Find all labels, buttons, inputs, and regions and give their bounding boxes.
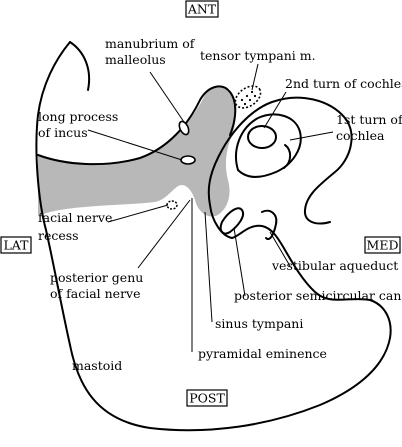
anterior-edge xyxy=(69,41,90,91)
label-long-process-line2: of incus xyxy=(38,125,88,140)
orientation-anterior: ANT xyxy=(187,2,217,17)
label-posterior-canal: posterior semicircular canal xyxy=(234,288,402,303)
lat-box xyxy=(0,236,32,254)
cochlea-first-turn xyxy=(235,113,302,178)
label-tensor-tympani: tensor tympani m. xyxy=(200,48,316,63)
leader-facial-recess xyxy=(107,204,169,223)
cochlea-second-turn xyxy=(247,125,277,149)
label-posterior-genu-line2: of facial nerve xyxy=(50,286,141,301)
leader-cochlea-1st xyxy=(289,131,334,141)
leader-cochlea-2nd xyxy=(263,91,287,129)
leader-sinus-tympani xyxy=(204,211,213,323)
cochlea-inner-curve xyxy=(283,144,292,169)
label-long-process-line1: long process xyxy=(38,109,118,124)
upper-petrous-outline xyxy=(37,85,237,166)
med-box xyxy=(364,236,401,254)
leader-tensor-tympani xyxy=(251,63,259,91)
label-posterior-genu-line1: posterior genu xyxy=(50,270,143,285)
orientation-posterior: POST xyxy=(189,391,225,406)
label-mastoid: mastoid xyxy=(72,358,122,373)
tensor-tympani-stipple xyxy=(240,90,257,106)
label-manubrium-line2: malleolus xyxy=(105,52,166,67)
medial-outline xyxy=(207,96,353,239)
leader-posterior-genu xyxy=(137,199,191,269)
leader-posterior-canal xyxy=(233,227,246,297)
temporal-bone-outline xyxy=(35,41,392,432)
leader-vestibular-aqueduct xyxy=(269,231,291,267)
vestibular-aqueduct-shape xyxy=(261,209,278,240)
label-cochlea-1st-line1: 1st turn of xyxy=(336,112,402,127)
label-facial-recess-line2: recess xyxy=(38,228,79,243)
orientation-medial: MED xyxy=(367,238,399,253)
post-box xyxy=(186,389,228,407)
leader-long-process xyxy=(87,129,183,161)
tensor-tympani-muscle xyxy=(234,85,262,109)
label-manubrium-line1: manubrium of xyxy=(105,36,196,51)
manubrium-ossicle xyxy=(178,120,190,136)
posterior-semicircular-canal xyxy=(219,207,244,235)
shaded-tympanic-region xyxy=(38,86,237,217)
label-cochlea-1st-line2: cochlea xyxy=(336,128,385,143)
label-pyramidal-eminence: pyramidal eminence xyxy=(198,346,327,361)
label-sinus-tympani: sinus tympani xyxy=(215,316,303,331)
orientation-lateral: LAT xyxy=(4,238,30,253)
leader-manubrium xyxy=(149,71,185,123)
long-process-incus-ossicle xyxy=(180,155,196,165)
ant-box xyxy=(185,0,219,18)
label-cochlea-2nd: 2nd turn of cochlea xyxy=(285,76,402,91)
label-vestibular-aqueduct: vestibular aqueduct xyxy=(271,258,398,273)
label-facial-recess-line1: facial nerve xyxy=(38,210,112,225)
facial-recess-marker xyxy=(166,200,178,210)
